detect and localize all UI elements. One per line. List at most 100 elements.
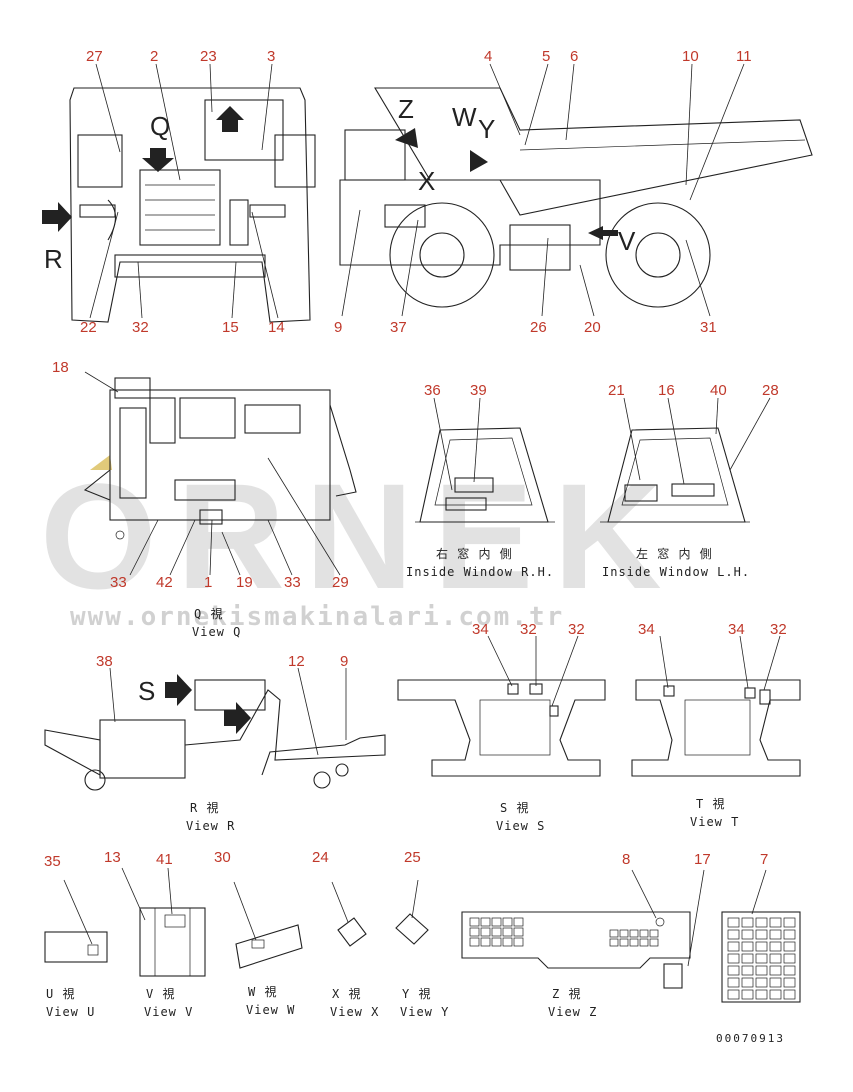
callout-26: 26 <box>530 319 547 336</box>
view-letter-v: V <box>618 226 636 256</box>
panel-cell <box>727 977 740 988</box>
document-number: 00070913 <box>716 1032 785 1045</box>
view-x: 24 X 視 View X <box>312 849 379 1019</box>
callout-27: 27 <box>86 48 103 65</box>
view-s: 34 32 32 S 視 View S <box>397 621 606 833</box>
inside-lh-label-cn: 左 窓 内 側 <box>636 546 713 561</box>
view-w-label-en: View W <box>246 1003 295 1017</box>
view-letter-q: Q <box>150 111 170 141</box>
panel-cell <box>639 938 649 947</box>
panel-cell <box>741 977 754 988</box>
callout-20: 20 <box>584 319 601 336</box>
callout-29: 29 <box>332 574 349 591</box>
callout-22: 22 <box>80 319 97 336</box>
panel-cell <box>769 989 782 1000</box>
callout-9: 9 <box>334 319 342 336</box>
callout-19: 19 <box>236 574 253 591</box>
callout-2: 2 <box>150 48 158 65</box>
panel-cell <box>727 941 740 952</box>
callout-32: 32 <box>132 319 149 336</box>
watermark: ORNEK www.ornekismakinalari.com.tr <box>40 452 682 632</box>
panel-cell <box>727 953 740 964</box>
view-s-label-cn: S 視 <box>500 800 529 815</box>
callout-3: 3 <box>267 48 275 65</box>
panel-cell <box>609 929 619 938</box>
arrow-up-left-icon <box>395 128 418 148</box>
view-v-label-en: View V <box>144 1005 193 1019</box>
view-x-label-cn: X 視 <box>332 986 361 1001</box>
panel-cell <box>513 927 524 937</box>
arrow-right-icon <box>224 702 251 734</box>
panel-cell <box>727 929 740 940</box>
callout-10: 10 <box>682 48 699 65</box>
view-q: 18 33 42 1 19 33 29 Q 視 View Q <box>52 359 357 639</box>
panel-cell <box>480 927 491 937</box>
panel-cell <box>727 989 740 1000</box>
view-t-label-en: View T <box>690 815 739 829</box>
arrow-up-right-icon <box>470 150 488 172</box>
panel-cell <box>769 941 782 952</box>
panel-cell <box>783 989 796 1000</box>
view-u-label-cn: U 視 <box>46 986 75 1001</box>
panel-cell <box>783 965 796 976</box>
view-r-label-cn: R 視 <box>190 800 219 815</box>
callout-13: 13 <box>104 849 121 866</box>
panel-cell <box>741 917 754 928</box>
panel-cell <box>769 929 782 940</box>
arrow-down-icon <box>142 148 174 172</box>
callout-14: 14 <box>268 319 285 336</box>
callout-23: 23 <box>200 48 217 65</box>
panel-cell <box>755 941 768 952</box>
callout-32-b: 32 <box>568 621 585 638</box>
callout-30: 30 <box>214 849 231 866</box>
panel-cell <box>741 929 754 940</box>
view-t-label-cn: T 視 <box>696 796 725 811</box>
switch-panel-left <box>469 917 524 947</box>
panel-cell <box>469 927 480 937</box>
panel-cell <box>491 927 502 937</box>
view-y-label-en: View Y <box>400 1005 449 1019</box>
callout-38: 38 <box>96 653 113 670</box>
view-z-label-en: View Z <box>548 1005 597 1019</box>
inside-rh-label-cn: 右 窓 内 側 <box>436 546 513 561</box>
panel-cell <box>649 938 659 947</box>
panel-cell <box>619 929 629 938</box>
callout-35: 35 <box>44 853 61 870</box>
callout-34-b: 34 <box>728 621 745 638</box>
panel-cell <box>741 989 754 1000</box>
callout-17: 17 <box>694 851 711 868</box>
callout-32-view-t: 32 <box>770 621 787 638</box>
callout-16: 16 <box>658 382 675 399</box>
panel-cell <box>741 941 754 952</box>
side-view: Z W X Y V 4 5 6 10 11 9 37 26 20 31 <box>334 48 813 336</box>
callout-15: 15 <box>222 319 239 336</box>
panel-cell <box>513 917 524 927</box>
callout-1: 1 <box>204 574 212 591</box>
callout-12: 12 <box>288 653 305 670</box>
callout-41: 41 <box>156 851 173 868</box>
view-x-label-en: View X <box>330 1005 379 1019</box>
panel-cell <box>783 941 796 952</box>
panel-cell <box>783 953 796 964</box>
view-z: 8 17 Z 視 View Z 7 <box>461 851 801 1019</box>
panel-cell <box>491 937 502 947</box>
view-letter-x: X <box>418 166 435 196</box>
view-u: 35 U 視 View U <box>44 853 108 1019</box>
panel-cell <box>513 937 524 947</box>
panel-cell <box>502 927 513 937</box>
view-y: 25 Y 視 View Y <box>395 849 449 1019</box>
indicator-grid <box>727 917 796 1000</box>
view-r: S 38 12 9 R 視 View R <box>44 653 386 833</box>
view-u-label-en: View U <box>46 1005 95 1019</box>
panel-cell <box>755 953 768 964</box>
panel-cell <box>629 938 639 947</box>
callout-6: 6 <box>570 48 578 65</box>
panel-cell <box>783 917 796 928</box>
callout-34: 34 <box>472 621 489 638</box>
callout-8: 8 <box>622 851 630 868</box>
panel-cell <box>649 929 659 938</box>
callout-9-view-r: 9 <box>340 653 348 670</box>
watermark-brand: ORNEK <box>40 452 682 620</box>
inside-rh-label-en: Inside Window R.H. <box>406 565 554 579</box>
view-q-label-en: View Q <box>192 625 241 639</box>
